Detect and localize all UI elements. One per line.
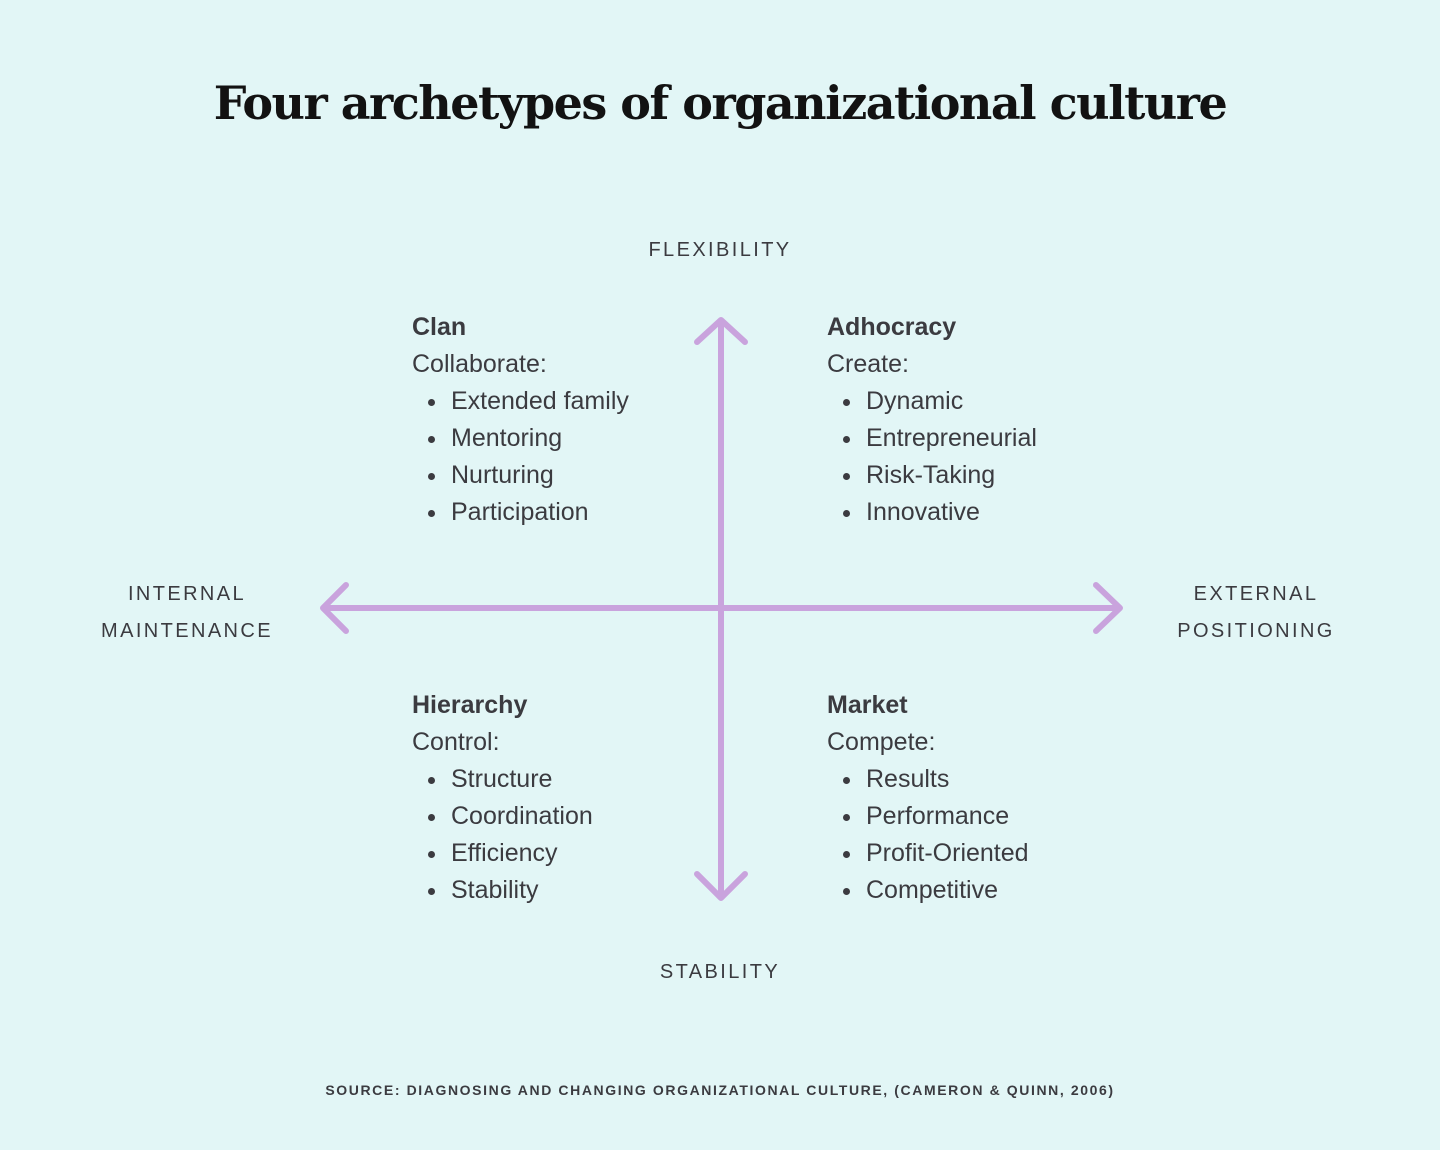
list-item: Structure	[412, 761, 732, 798]
list-item: Innovative	[827, 494, 1147, 531]
axis-label-right-line-1: EXTERNAL	[1193, 583, 1319, 605]
list-item: Stability	[412, 872, 732, 909]
quadrant-hierarchy: Hierarchy Control: Structure Coordinatio…	[412, 687, 732, 909]
list-item: Entrepreneurial	[827, 420, 1147, 457]
axis-label-right-line-2: POSITIONING	[1177, 620, 1335, 642]
list-item: Mentoring	[412, 420, 732, 457]
quadrant-verb: Compete:	[827, 728, 936, 756]
axis-label-stability: STABILITY	[570, 954, 870, 991]
list-item: Efficiency	[412, 835, 732, 872]
quadrant-title: Market	[827, 691, 908, 719]
arrow-down-icon	[694, 871, 748, 901]
axis-label-flexibility: FLEXIBILITY	[570, 232, 870, 269]
quadrant-title: Adhocracy	[827, 313, 957, 341]
quadrant-list: Dynamic Entrepreneurial Risk-Taking Inno…	[827, 383, 1147, 531]
quadrant-adhocracy: Adhocracy Create: Dynamic Entrepreneuria…	[827, 309, 1147, 531]
quadrant-list: Extended family Mentoring Nurturing Part…	[412, 383, 732, 531]
list-item: Competitive	[827, 872, 1147, 909]
quadrant-verb: Collaborate:	[412, 350, 547, 378]
list-item: Participation	[412, 494, 732, 531]
list-item: Nurturing	[412, 457, 732, 494]
axis-label-left-line-2: MAINTENANCE	[101, 620, 273, 642]
quadrant-verb: Control:	[412, 728, 500, 756]
list-item: Risk-Taking	[827, 457, 1147, 494]
quadrant-market: Market Compete: Results Performance Prof…	[827, 687, 1147, 909]
axis-label-internal-maintenance: INTERNAL MAINTENANCE	[37, 576, 337, 650]
quadrant-title: Hierarchy	[412, 691, 528, 719]
list-item: Profit-Oriented	[827, 835, 1147, 872]
axis-label-bottom-text: STABILITY	[659, 961, 781, 983]
quadrant-verb: Create:	[827, 350, 909, 378]
arrow-right-icon	[1093, 582, 1123, 634]
axis-label-top-text: FLEXIBILITY	[648, 239, 792, 261]
list-item: Dynamic	[827, 383, 1147, 420]
quadrant-title: Clan	[412, 313, 467, 341]
axis-label-external-positioning: EXTERNAL POSITIONING	[1106, 576, 1406, 650]
arrow-left-icon	[320, 582, 349, 634]
arrow-up-icon	[694, 317, 748, 345]
quadrant-list: Structure Coordination Efficiency Stabil…	[412, 761, 732, 909]
quadrant-clan: Clan Collaborate: Extended family Mentor…	[412, 309, 732, 531]
list-item: Extended family	[412, 383, 732, 420]
list-item: Performance	[827, 798, 1147, 835]
axis-label-left-line-1: INTERNAL	[127, 583, 247, 605]
list-item: Results	[827, 761, 1147, 798]
page-title: Four archetypes of organizational cultur…	[213, 76, 1228, 130]
list-item: Coordination	[412, 798, 732, 835]
source-citation: SOURCE: DIAGNOSING AND CHANGING ORGANIZA…	[325, 1082, 1115, 1098]
quadrant-list: Results Performance Profit-Oriented Comp…	[827, 761, 1147, 909]
